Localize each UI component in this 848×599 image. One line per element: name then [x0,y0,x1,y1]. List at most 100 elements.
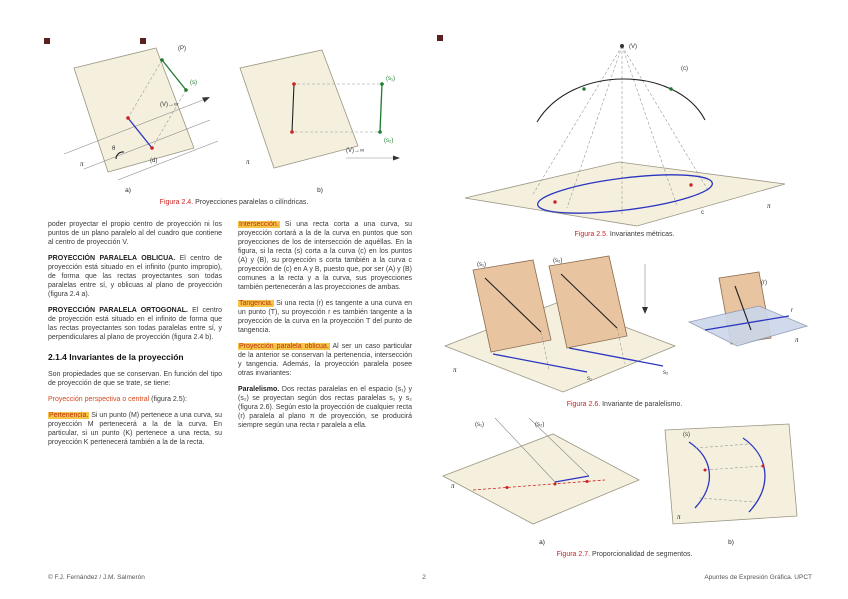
space-line-s2 [560,273,618,329]
paragraph: Pertenencia. Si un punto (M) pertenece a… [48,411,222,447]
column-1: poder proyectar el propio centro de proy… [48,220,222,454]
text-columns: poder proyectar el propio centro de proy… [48,220,412,454]
paragraph-body: (figura 2.5): [149,396,187,403]
figure-2-6-drawing: (s₁) (s₂) s₁ s₂ π (r) r π [443,255,809,393]
paragraph-body: El centro de proyección está situado en … [48,307,222,341]
label-s2: (s₂) [535,422,544,428]
corner-marker [44,38,50,44]
label-s2: (s₂) [384,138,393,144]
space-line-s1 [484,277,542,333]
paragraph: PROYECCIÓN PARALELA ORTOGONAL. El centro… [48,306,222,342]
projecting-line [151,89,187,149]
label-r: (r) [761,280,767,286]
standing-plane-2 [548,255,628,349]
projected-line-s2 [568,347,664,367]
projected-line-s1 [492,353,588,373]
caption-text: Proporcionalidad de segmentos. [590,551,693,558]
label-space-curve: (c) [681,66,688,72]
figure-2-5-caption: Figura 2.5. Invariantes métricas. [437,231,812,238]
horizontal-plane [687,305,809,347]
figure-2-4: (P) (s) (V)→∞ (d) θ π a) [58,38,410,206]
paragraph-body: Son propiedades que se conservan. En fun… [48,371,222,387]
label-P: (P) [178,46,186,52]
caption-label: Figura 2.4. [159,199,194,206]
proportional-line [472,479,606,491]
paragraph: Paralelismo. Dos rectas paralelas en el … [238,385,412,430]
term-highlight: Pertenencia. [48,412,90,419]
figure-2-5-drawing: (V) (c) c π [464,44,786,227]
space-segment [161,59,187,91]
figure-2-7: (s₁) (s₂) π a) (s) π b) Figura 2.7. Prop… [437,418,812,558]
label-pi-b: π [677,513,681,521]
sublabel-a: a) [539,539,545,546]
footer-page-number: 2 [422,574,426,581]
term-highlight: Tangencia. [238,300,274,307]
projection-plane [464,161,786,227]
figure-2-6: (s₁) (s₂) s₁ s₂ π (r) r π Figura 2.6. In… [437,250,812,408]
figure-2-4-drawing: (P) (s) (V)→∞ (d) θ π a) [63,46,400,194]
term-highlight: Proyección paralela oblicua. [238,343,330,350]
label-s1: (s₁) [475,422,484,428]
projected-curve [742,437,766,513]
paragraph: poder proyectar el propio centro de proy… [48,220,222,247]
caption-text: Invariante de paralelismo. [600,401,683,408]
label-s1: (s₁) [477,262,486,268]
label-s: (s) [683,432,690,438]
projection-rays [63,97,219,181]
label-pi: π [767,202,771,210]
footer-authors: © F.J. Fernández / J.M. Salmerón [48,574,145,581]
projected-line-r [704,315,790,331]
figure-2-7-caption: Figura 2.7. Proporcionalidad de segmento… [437,551,812,558]
label-pi-a: π [451,482,455,490]
term-lead: Paralelismo. [238,386,280,393]
sublabel-b: b) [728,539,734,546]
paragraph-body: poder proyectar el propio centro de proy… [48,221,222,246]
projection-plane [442,433,640,525]
sublabel-a: a) [125,187,131,194]
label-s: (s) [190,80,197,86]
projection-plane [73,47,195,173]
paragraph-body: Dos rectas paralelas en el espacio (s₁) … [238,386,412,429]
paragraph-body: Si una recta corta a una curva, su proye… [238,221,412,291]
paragraph-body: El centro de proyección está situado en … [48,255,222,298]
projecting-line [127,59,163,119]
fig24b-group: (s₁) (s₂) (V)→∞ π b) [239,49,400,194]
label-v-infinity-b: (V)→∞ [346,148,364,154]
fig27a-group: (s₁) (s₂) π a) [442,418,640,546]
figure-2-4-caption: Figura 2.4. Proyecciones paralelas o cil… [58,199,410,206]
term-highlight: Intersección. [238,221,280,228]
caption-label: Figura 2.6. [566,401,601,408]
fig27b-group: (s) π b) [664,423,798,546]
paragraph-body: Si una recta (r) es tangente a una curva… [238,300,412,334]
space-curve [536,78,706,123]
column-2: Intersección. Si una recta corta a una c… [238,220,412,454]
angle-arc [115,151,125,160]
sublabel-b: b) [317,187,323,194]
label-projected-curve: c [701,210,704,216]
paragraph: Intersección. Si una recta corta a una c… [238,220,412,292]
label-v-infinity-a: (V)→∞ [160,102,178,108]
term-lead: PROYECCIÓN PARALELA ORTOGONAL. [48,307,189,314]
label-pi-b: π [246,158,250,166]
term-lead: PROYECCIÓN PARALELA OBLICUA. [48,255,176,262]
label-d: (d) [150,158,157,164]
label-s1-proj: s₁ [587,376,592,382]
figure-2-6-caption: Figura 2.6. Invariante de paralelismo. [437,401,812,408]
paragraph-body: Al ser un caso particular de la anterior… [238,343,412,377]
projected-segment [127,117,153,149]
section-heading: 2.1.4 Invariantes de la proyección [48,352,184,362]
paragraph: PROYECCIÓN PARALELA OBLICUA. El centro d… [48,254,222,299]
space-segment [379,83,383,133]
footer-course: Apuntes de Expresión Gráfica. UPCT [704,574,812,581]
label-s2-proj: s₂ [663,370,669,376]
projecting-line [494,418,556,483]
standing-plane-1 [472,259,552,353]
projected-curve [536,174,714,214]
projecting-line [528,418,590,477]
paragraph-body: Si un punto (M) pertenece a una curva, s… [48,412,222,446]
label-s2: (s₂) [553,258,562,264]
corner-marker [437,35,443,41]
caption-label: Figura 2.7. [556,551,591,558]
paragraph: Proyección paralela oblicua. Al ser un c… [238,342,412,378]
